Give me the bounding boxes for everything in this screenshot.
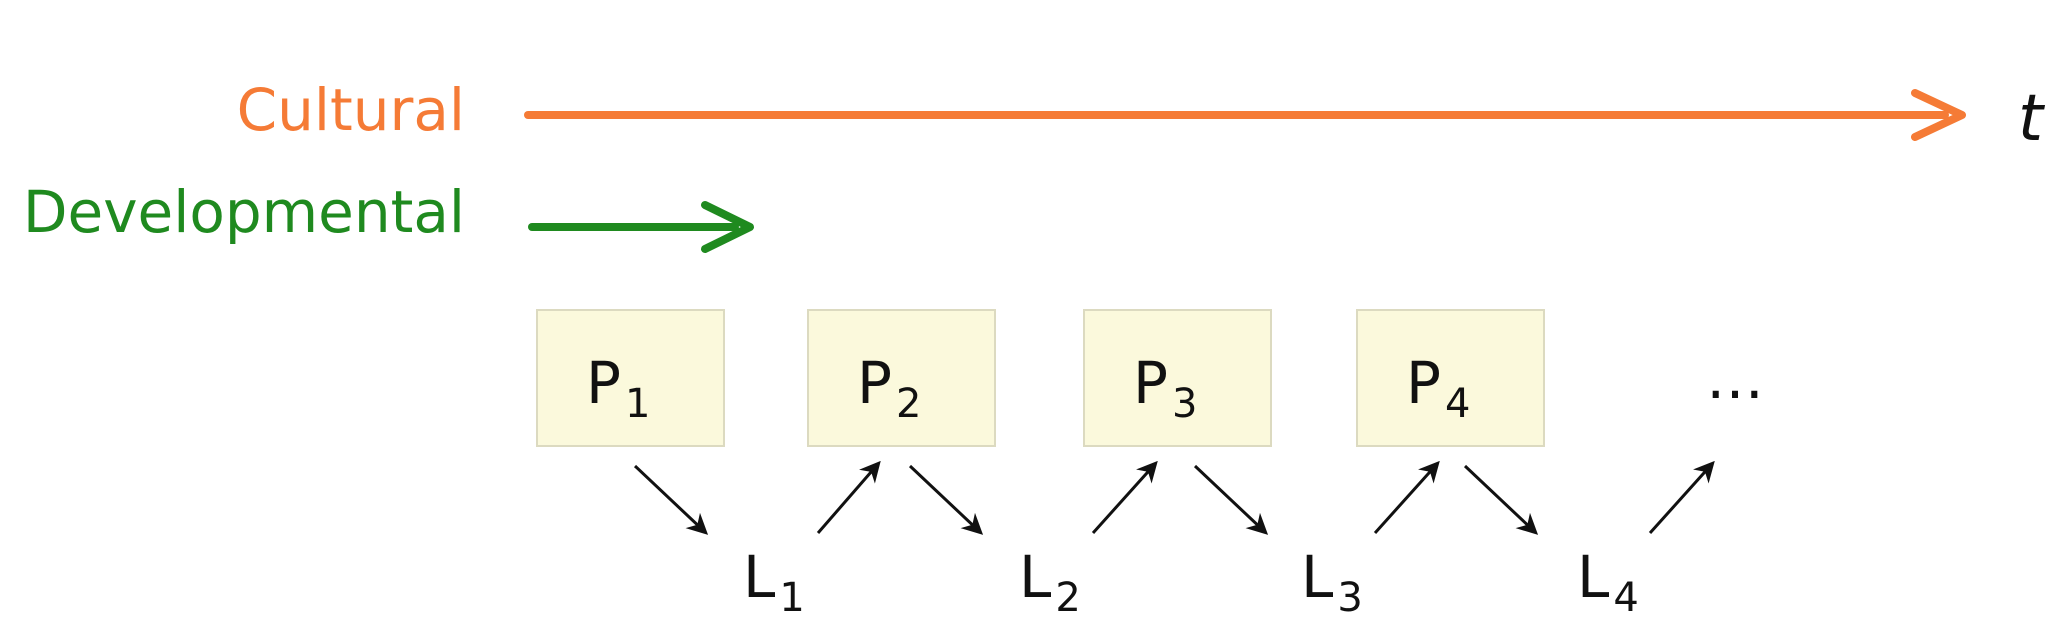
- arrow-p4-to-l4: [1463, 464, 1539, 535]
- arrow-p1-to-l1: [633, 464, 709, 535]
- continuation-ellipsis: …: [1706, 344, 1764, 412]
- developmental-label: Developmental: [23, 178, 465, 246]
- developmental-arrow-head: [701, 201, 754, 253]
- arrow-l3-to-p4: [1373, 460, 1440, 535]
- arrow-p2-to-l2: [908, 464, 984, 535]
- arrow-l4-to-continuation: [1648, 460, 1715, 535]
- population-box: [1356, 309, 1545, 447]
- population-box: [807, 309, 996, 447]
- population-box: [1083, 309, 1272, 447]
- population-box: [536, 309, 725, 447]
- arrow-l1-to-p2: [816, 460, 881, 534]
- cultural-arrow-head: [1911, 89, 1966, 141]
- cultural-label: Cultural: [237, 76, 465, 144]
- time-axis-label: t: [2018, 82, 2046, 156]
- arrow-l2-to-p3: [1091, 460, 1158, 535]
- arrow-p3-to-l3: [1193, 464, 1269, 535]
